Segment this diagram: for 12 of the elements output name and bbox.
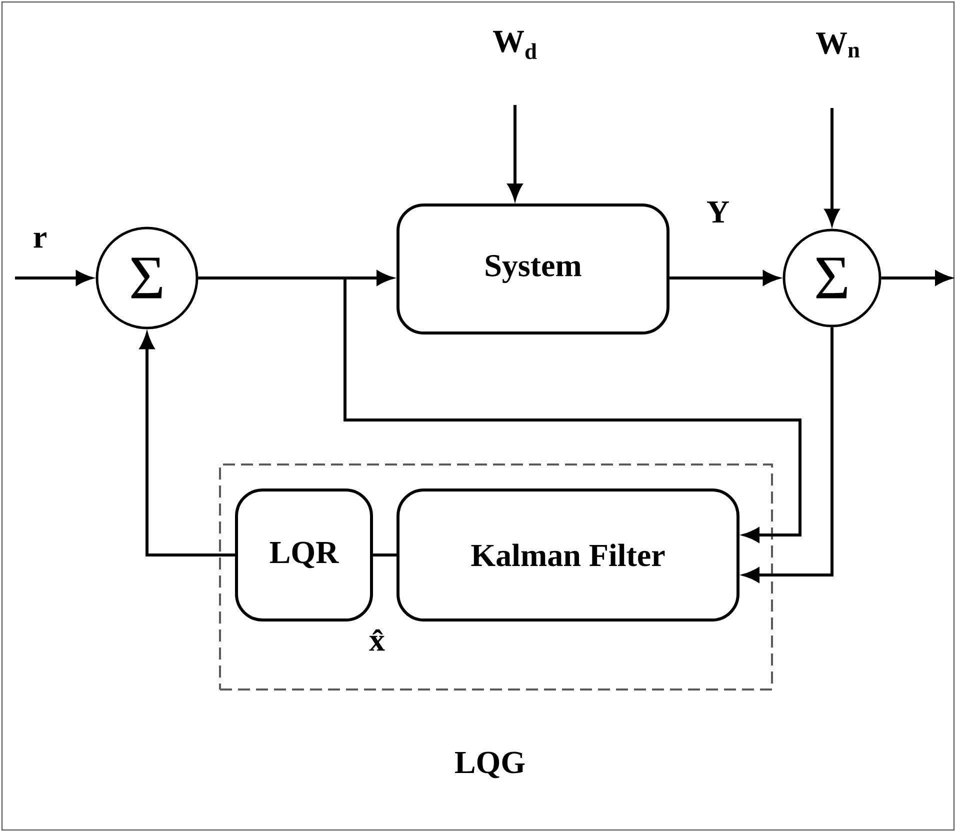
block-box: LQR xyxy=(235,488,373,622)
block-box: Kalman Filter xyxy=(396,488,740,622)
arrow xyxy=(198,276,802,542)
edge-label: x̂ xyxy=(369,629,385,651)
edge-label: Y xyxy=(707,202,729,222)
edge-label: W$_{d}$ xyxy=(492,30,537,60)
node-label: LQG xyxy=(454,752,525,778)
summing-junction: Σ xyxy=(782,228,882,328)
edge-label: r xyxy=(34,232,46,248)
edge-label: W$_{n}$ xyxy=(816,32,860,58)
block-box: System xyxy=(396,204,670,334)
summing-junction: Σ xyxy=(96,226,198,330)
